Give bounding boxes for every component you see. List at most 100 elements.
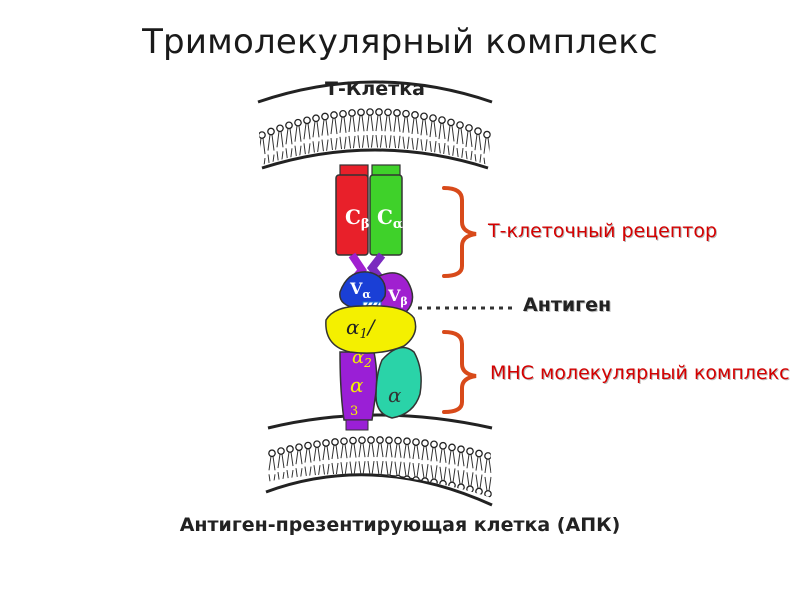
mhc-bracket [442, 330, 477, 414]
lipid-head [367, 436, 375, 444]
alpha3-letter: α [350, 373, 364, 397]
lipid-head [285, 163, 293, 165]
lipid-head [268, 170, 274, 176]
alpha1-sub: 1 [360, 327, 368, 342]
lipid-head [466, 167, 472, 173]
lipid-head [277, 167, 283, 173]
lipid-head [465, 124, 473, 132]
lipid-head [439, 441, 447, 450]
lipid-head [294, 118, 302, 127]
t-cell-label: Т-Клетка [325, 78, 425, 100]
lipid-head [366, 108, 374, 116]
lipid-head [411, 111, 419, 119]
lipid-head [412, 438, 420, 446]
lipid-head [447, 118, 455, 127]
lipid-head [349, 436, 357, 445]
lipid-head [313, 440, 321, 449]
lipid-head [268, 449, 276, 458]
lipid-head [384, 108, 392, 117]
lipid-head [277, 447, 285, 455]
alpha2-letter: α [352, 347, 364, 368]
c-beta-letter: C [345, 205, 361, 229]
svg-text:Vα: Vα [349, 279, 371, 301]
lipid-head [456, 121, 464, 129]
lipid-head [295, 443, 303, 452]
lipid-head [394, 436, 402, 445]
lipid-head [402, 109, 410, 118]
svg-text:α: α [388, 383, 402, 407]
lipid-head [475, 487, 483, 496]
apc-label: Антиген-презентирующая клетка (АПК) [179, 514, 621, 536]
c-beta-domain: Cβ [335, 174, 370, 256]
lipid-head [429, 114, 437, 122]
lipid-head [312, 114, 320, 123]
lipid-head [322, 439, 330, 447]
lipid-head [402, 151, 410, 160]
lipid-head [294, 160, 302, 165]
lipid-head [457, 445, 465, 454]
lipid-head [303, 158, 311, 165]
lipid-head [375, 150, 383, 158]
c-alpha-sub: α [393, 217, 403, 232]
svg-text:3: 3 [350, 404, 358, 419]
c-beta-sub: β [361, 217, 370, 232]
v-alpha-domain: Vα [339, 271, 387, 309]
svg-text:α1/: α1/ [346, 315, 377, 342]
mhc-stalks [345, 419, 369, 431]
lipid-head [267, 127, 275, 136]
lipid-head [484, 173, 490, 179]
lipid-head [321, 112, 329, 121]
tcr-label: Т-клеточный рецептор [488, 220, 718, 242]
lipid-head [393, 109, 401, 117]
lipid-head [303, 116, 311, 125]
mhc-label: МНС молекулярный комплекс [490, 362, 790, 384]
svg-text:Cα: Cα [377, 205, 403, 232]
svg-text:Vβ: Vβ [387, 286, 408, 308]
lipid-head [393, 151, 401, 159]
v-alpha-letter: V [349, 279, 363, 298]
b2m-letter: α [388, 383, 402, 407]
lipid-head [466, 447, 474, 456]
c-alpha-letter: C [377, 205, 393, 229]
page-title: Тримолекулярный комплекс [142, 22, 658, 62]
lipid-head [411, 153, 419, 161]
lipid-head [483, 130, 491, 139]
c-alpha-domain: Cα [369, 174, 403, 256]
lipid-head [384, 150, 392, 159]
mhc-alpha1-alpha2-domain: α1/ [325, 305, 417, 354]
lipid-head [330, 111, 338, 119]
lipid-head [258, 131, 266, 139]
lipid-head [357, 150, 365, 159]
svg-text:α2: α2 [352, 347, 372, 370]
lipid-head [331, 438, 339, 446]
antigen-label: Антиген [523, 294, 612, 316]
svg-text:α: α [350, 373, 364, 397]
lipid-head [420, 154, 428, 163]
lipid-head [339, 151, 347, 160]
lipid-head [340, 437, 348, 446]
lipid-head [357, 108, 365, 117]
lipid-head [475, 449, 483, 458]
lipid-head [456, 163, 464, 165]
lipid-head [403, 437, 411, 446]
lipid-head [475, 170, 481, 176]
lipid-head [448, 443, 456, 452]
lipid-head [420, 112, 428, 121]
apc-membrane [265, 413, 493, 507]
lipid-head [447, 160, 455, 165]
mhc-alpha-second-domain: α [375, 346, 422, 419]
lipid-head [430, 440, 438, 449]
lipid-head [339, 109, 347, 118]
lipid-head [312, 156, 320, 165]
alpha2-sub: 2 [363, 356, 372, 370]
svg-text:Cβ: Cβ [345, 205, 370, 232]
lipid-head [348, 151, 356, 159]
lipid-head [484, 452, 492, 460]
alpha3-sub: 3 [350, 404, 358, 419]
lipid-head [276, 124, 284, 133]
lipid-head [286, 445, 294, 453]
lipid-head [438, 158, 446, 165]
lipid-head [484, 490, 492, 498]
